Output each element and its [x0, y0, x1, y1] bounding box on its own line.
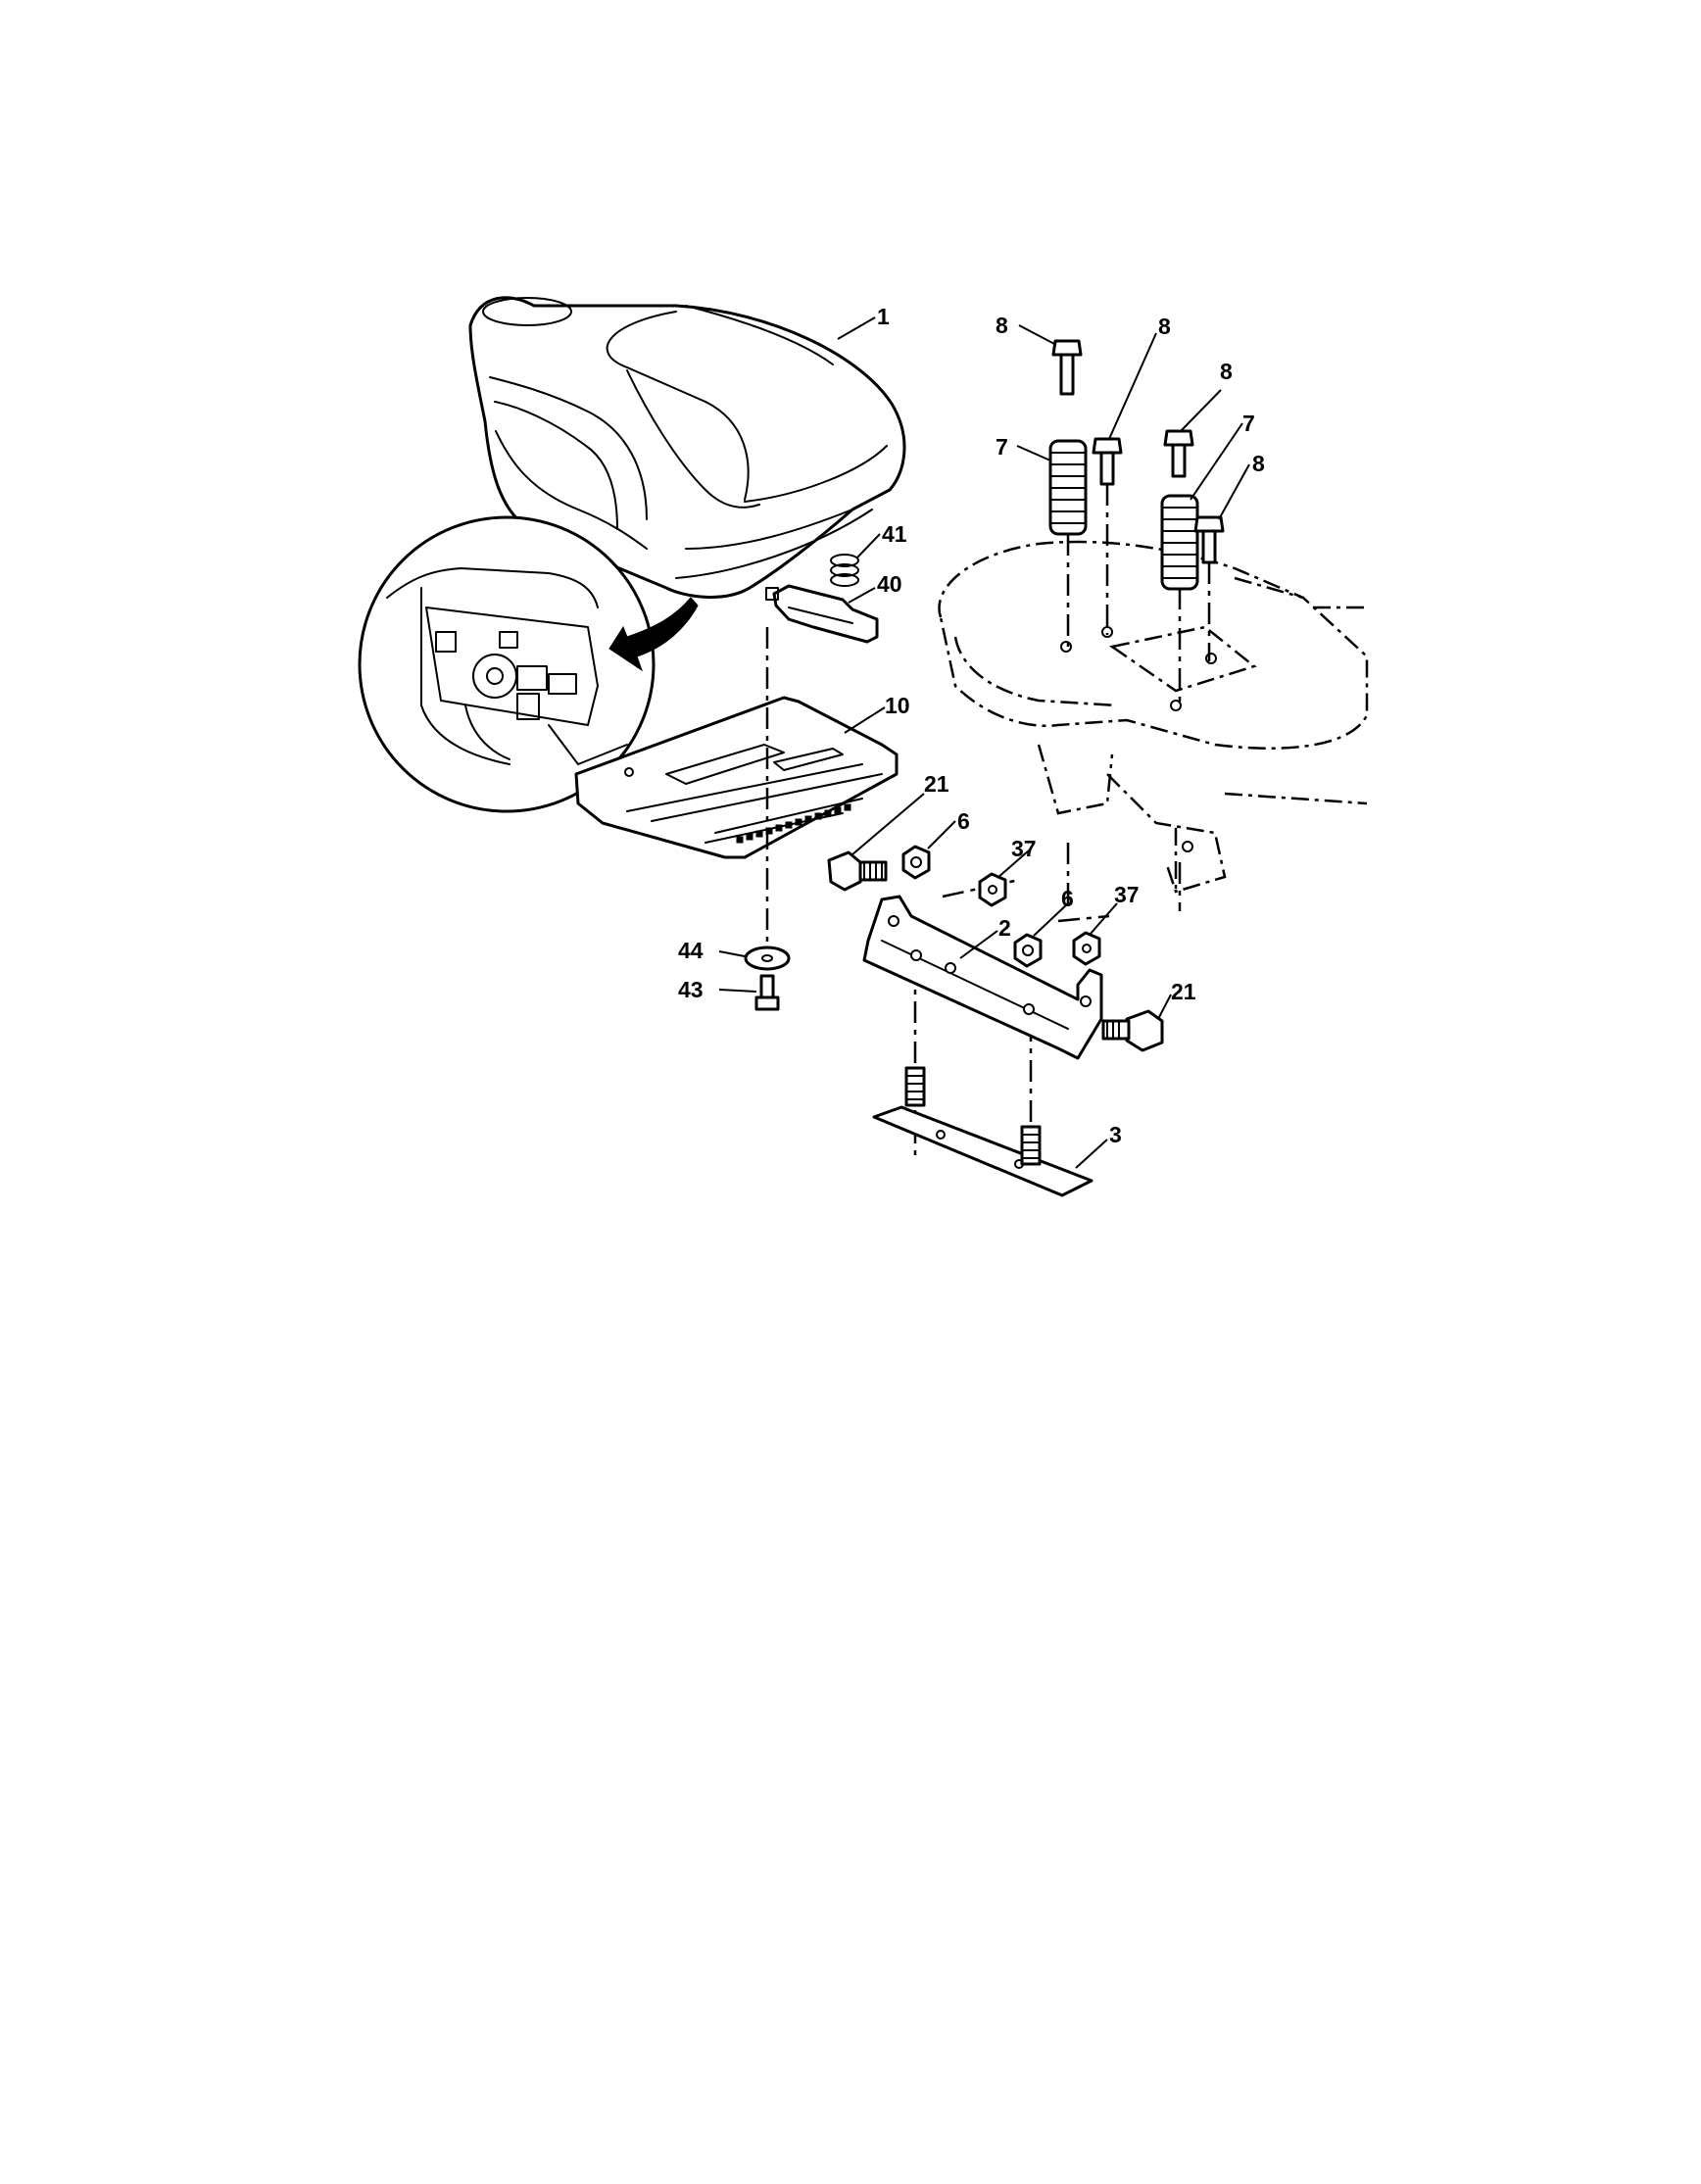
nut-part-37-left [978, 872, 1007, 907]
switch-bracket-part-40 [765, 584, 879, 644]
seat-pan-adjust-slots [736, 803, 851, 844]
callout-7-a: 7 [996, 434, 1008, 460]
bolt-part-8-a [1051, 339, 1083, 396]
bolt-part-8-b [1092, 437, 1123, 486]
callout-8-c: 8 [1220, 359, 1233, 384]
spring-part-41 [830, 554, 859, 587]
callout-1: 1 [877, 304, 890, 329]
base-plate-part-3 [872, 1066, 1094, 1197]
callout-3: 3 [1109, 1122, 1122, 1147]
leader-lines [718, 316, 1250, 1169]
callout-7-b: 7 [1242, 411, 1255, 436]
washer-part-44 [744, 946, 791, 971]
tractor-frame-outline [938, 540, 1369, 894]
detail-inset-circle [358, 515, 699, 813]
callout-8-d: 8 [1252, 451, 1265, 476]
bolt-part-8-d [1193, 515, 1225, 564]
seat-part-1 [468, 296, 906, 599]
pivot-bolt-part-21-right [1101, 1009, 1164, 1052]
screw-part-43 [754, 974, 780, 1011]
nut-part-6-left [901, 845, 931, 880]
callout-43: 43 [678, 977, 704, 1002]
callout-37-right: 37 [1114, 882, 1140, 907]
callout-21-right: 21 [1171, 979, 1196, 1004]
callout-10: 10 [885, 693, 910, 718]
spring-part-7-right [1160, 494, 1199, 591]
callout-6-left: 6 [957, 808, 970, 834]
callout-labels: 1 8 8 8 7 7 8 41 40 10 21 6 37 6 37 2 21… [678, 304, 1265, 1147]
callout-8-b: 8 [1158, 314, 1171, 339]
callout-44: 44 [678, 938, 704, 963]
seat-pan-part-10 [574, 696, 899, 859]
bracket-part-2 [862, 895, 1103, 1060]
callout-2: 2 [998, 915, 1011, 941]
callout-21-left: 21 [924, 771, 949, 797]
callout-37-left: 37 [1011, 836, 1037, 861]
bolt-part-8-c [1163, 429, 1194, 478]
nut-part-37-right [1072, 931, 1101, 966]
pivot-bolt-part-21-left [827, 850, 888, 892]
callout-40: 40 [877, 571, 902, 597]
assembly-centerlines [765, 484, 1211, 1156]
callout-8-a: 8 [996, 313, 1008, 338]
callout-6-right: 6 [1061, 886, 1074, 911]
spring-part-7-left [1048, 439, 1088, 536]
callout-41: 41 [882, 521, 907, 547]
nut-part-6-right [1013, 933, 1043, 968]
